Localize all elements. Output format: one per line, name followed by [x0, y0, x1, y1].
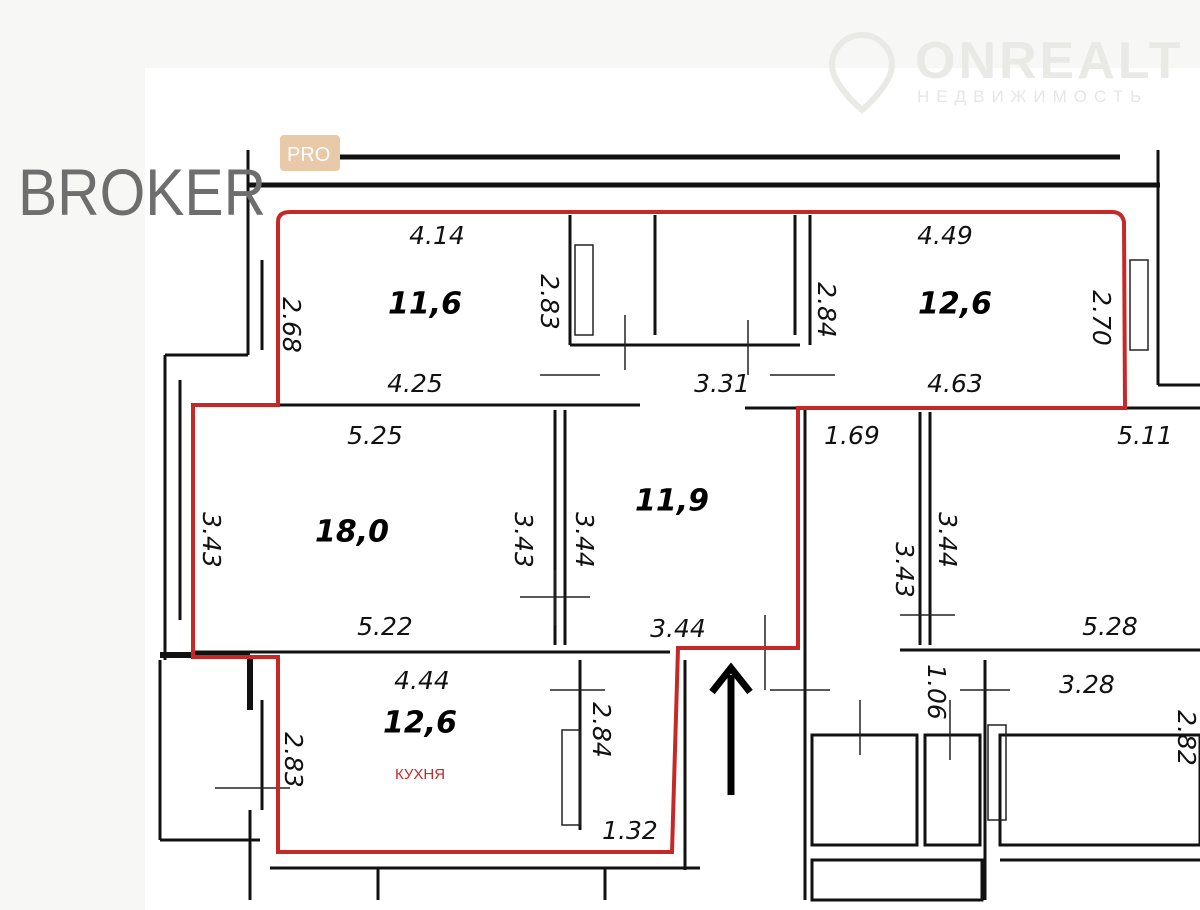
dimension-label: 2.83 — [279, 732, 308, 788]
radiator-icon — [1129, 259, 1149, 351]
dimension-label: 3.43 — [890, 542, 919, 598]
entrance-arrow-icon — [709, 662, 753, 795]
dimension-label: 2.70 — [1087, 290, 1116, 346]
pro-badge — [280, 135, 340, 171]
room-area-label: 18,0 — [315, 515, 389, 550]
dimension-labels: 4.14 2.83 2.84 4.49 2.70 2.68 4.25 3.31 … — [197, 221, 1200, 845]
radiator-icon — [987, 724, 1007, 821]
dimension-label: 4.44 — [394, 666, 450, 695]
house-pin-icon — [828, 31, 896, 114]
room-area-label: 11,6 — [388, 287, 462, 322]
pro-badge-text: PRO — [287, 144, 330, 166]
dimension-label: 1.32 — [602, 816, 658, 845]
dimension-label: 2.84 — [812, 282, 841, 338]
dimension-label: 1.06 — [922, 664, 951, 720]
dimension-label: 5.25 — [347, 421, 403, 450]
broker-logo-text: BROKER — [18, 155, 266, 229]
room-area-label: 12,6 — [918, 287, 992, 322]
dimension-label: 4.49 — [917, 221, 973, 250]
dimension-label: 3.28 — [1059, 670, 1115, 699]
radiator-icon — [574, 244, 594, 336]
dimension-label: 4.14 — [409, 221, 465, 250]
onrealt-logo-subtitle: НЕДВИЖИМОСТЬ — [917, 87, 1148, 106]
room-area-label: 12,6 — [383, 706, 457, 741]
radiators — [561, 244, 1149, 826]
dimension-label: 3.44 — [650, 614, 706, 643]
dimension-label: 3.31 — [694, 369, 750, 398]
radiator-icon — [561, 729, 581, 826]
dimension-label: 3.43 — [509, 512, 538, 568]
broker-pro-logo: PRO BROKER — [18, 135, 340, 229]
dimension-label: 3.44 — [933, 512, 962, 568]
dimension-label: 2.82 — [1172, 710, 1200, 766]
dimension-label: 2.84 — [587, 702, 616, 758]
walls — [158, 150, 1200, 902]
dimension-ticks — [215, 315, 1010, 789]
dimension-label: 3.43 — [197, 512, 226, 568]
dimension-label: 1.69 — [824, 421, 880, 450]
dimension-label: 5.28 — [1082, 612, 1138, 641]
kitchen-label: КУХНЯ — [395, 766, 445, 783]
dimension-label: 4.25 — [387, 369, 443, 398]
dimension-label: 2.83 — [535, 274, 564, 330]
apartment-outline — [191, 210, 1128, 854]
dimension-label: 2.68 — [277, 297, 306, 353]
dimension-label: 4.63 — [927, 369, 983, 398]
dimension-label: 5.11 — [1117, 421, 1173, 450]
onrealt-watermark: ONREALT НЕДВИЖИМОСТЬ — [828, 31, 1183, 114]
room-area-label: 11,9 — [635, 484, 709, 519]
onrealt-logo-text: ONREALT — [915, 32, 1183, 90]
dimension-label: 3.44 — [570, 512, 599, 568]
dimension-label: 5.22 — [357, 612, 413, 641]
